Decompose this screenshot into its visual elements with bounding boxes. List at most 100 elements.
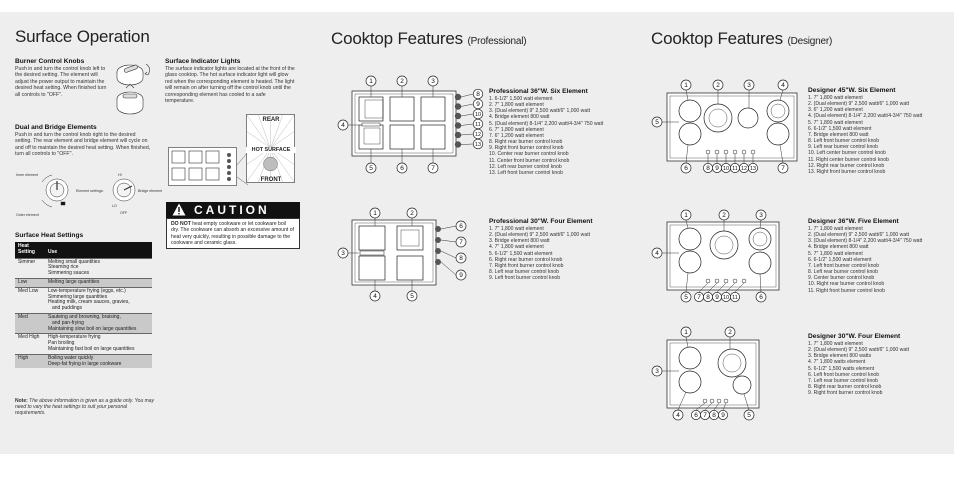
callout-number: 9 (715, 165, 719, 172)
leader-line (779, 89, 784, 101)
element-square (358, 124, 384, 150)
des36-item: 5. 7" 1,800 watt element (808, 250, 863, 257)
callout-number: 6 (684, 165, 688, 172)
inner-ring (722, 353, 742, 373)
callout-number: 12 (741, 166, 747, 172)
callout-number: 3 (341, 250, 345, 257)
leader-line (685, 89, 689, 101)
callout-number: 8 (476, 91, 480, 98)
callout-number: 3 (655, 368, 659, 375)
element-circle (766, 122, 790, 146)
callout-marker (472, 98, 484, 110)
element-circle (678, 122, 702, 146)
element-circle (678, 227, 702, 251)
control-knob (741, 149, 747, 155)
burner-knobs-text: Push in and turn the control knob left t… (15, 66, 107, 98)
callout-number: 2 (400, 78, 404, 85)
heat-setting-cell: Simmer (15, 257, 45, 279)
heat-use-line: Melting small quantities (48, 258, 100, 265)
element-circle (732, 375, 752, 395)
callout-number: 4 (341, 122, 345, 129)
control-knob (454, 122, 462, 129)
pro30-item: 9. Left front burner control knob (489, 275, 561, 282)
callout-number: 1 (373, 210, 377, 217)
des45-item: 10. Left center burner control knob (808, 150, 886, 157)
caution-text: DO NOT heat empty cookware or let cookwa… (166, 218, 300, 250)
callout-number: 2 (728, 329, 732, 336)
pro30-item: 4. 7" 1,800 watt element (489, 244, 544, 251)
pro30-item: 2. (Dual element) 9" 2,500 watt/6" 1,000… (489, 232, 591, 239)
callout-number: 8 (706, 294, 710, 301)
callout-number: 10 (723, 166, 729, 172)
leader-line (440, 250, 457, 259)
pro36-item: 10. Center rear burner control knob (489, 151, 569, 158)
des45-item: 12. Right rear burner control knob (808, 162, 885, 169)
des30-item: 5. 6-1/2" 1,500 watts element (808, 365, 875, 372)
des36-item: 1. 7" 1,800 watt element (808, 226, 863, 232)
control-knob (723, 278, 729, 284)
heat-use-cell: Sauteing and browning, braising,and pan-… (45, 312, 152, 334)
inner-ring (363, 127, 381, 145)
pro30-item: 7. Right front burner control knob (489, 262, 564, 269)
pro30-title: Professional 30"W. Four Element (489, 218, 593, 225)
heat-use-line: High-temperature frying (48, 334, 101, 341)
des36-item: 7. Left front burner control knob (808, 262, 880, 269)
pro30-item: 3. Bridge element 800 watt (489, 238, 550, 245)
callout-marker (472, 128, 484, 140)
element-circle (717, 348, 747, 378)
control-knob (723, 149, 729, 155)
callout-number: 7 (781, 165, 785, 172)
element-circle (737, 107, 759, 129)
control-knob (709, 398, 715, 404)
pro30-item: 1. 7" 1,800 watt element (489, 226, 544, 232)
callout-number: 6 (694, 412, 698, 419)
element-circle (678, 250, 702, 274)
callout-number: 5 (747, 412, 751, 419)
leader-line (440, 239, 457, 243)
des30-item: 6. Left front burner control knob (808, 371, 880, 378)
bridge-element (361, 122, 381, 127)
des36-item: 3. (Dual element) 8-1/4" 2,200 watt/4-3/… (808, 238, 923, 245)
callout-number: 3 (759, 212, 763, 219)
leader-line (685, 219, 689, 229)
leader-line (704, 402, 713, 411)
inner-ring (752, 231, 768, 247)
warning-icon (172, 203, 186, 216)
callout-number: 10 (723, 295, 729, 301)
dial-hi: HI (118, 173, 122, 177)
pro36-item: 12. Left rear burner control knob (489, 163, 562, 170)
callout-number: 6 (400, 165, 404, 172)
callout-number: 7 (697, 294, 701, 301)
des45-item: 4. (Dual element) 8-1/4" 2,200 watt/4-3/… (808, 113, 923, 120)
callout-marker (472, 88, 484, 100)
des45-item: 13. Right front burner control knob (808, 168, 886, 175)
callout-number: 2 (722, 212, 726, 219)
designer-features-title: Cooktop Features (Designer) (651, 29, 833, 48)
control-knob (714, 278, 720, 284)
heat-setting-cell: Low (15, 277, 45, 288)
inner-ring (770, 103, 786, 119)
element-square (389, 96, 415, 122)
knob-dial-diagram: Inner element Outer element Element sett… (16, 173, 162, 217)
control-knob (454, 93, 462, 101)
callout-number: 9 (459, 272, 463, 279)
indicator-lights-heading: Surface Indicator Lights (165, 58, 241, 65)
leader-line (685, 144, 689, 164)
callout-number: 5 (410, 293, 414, 300)
heat-setting-header: Heat Setting (15, 242, 45, 259)
leader-line (685, 272, 689, 293)
callout-number: 5 (369, 165, 373, 172)
control-knob (705, 149, 711, 155)
callout-number: 7 (459, 239, 463, 246)
front-label: FRONT (260, 177, 282, 183)
callout-marker (718, 410, 728, 420)
leader-line (460, 93, 474, 98)
control-knob (454, 112, 462, 120)
